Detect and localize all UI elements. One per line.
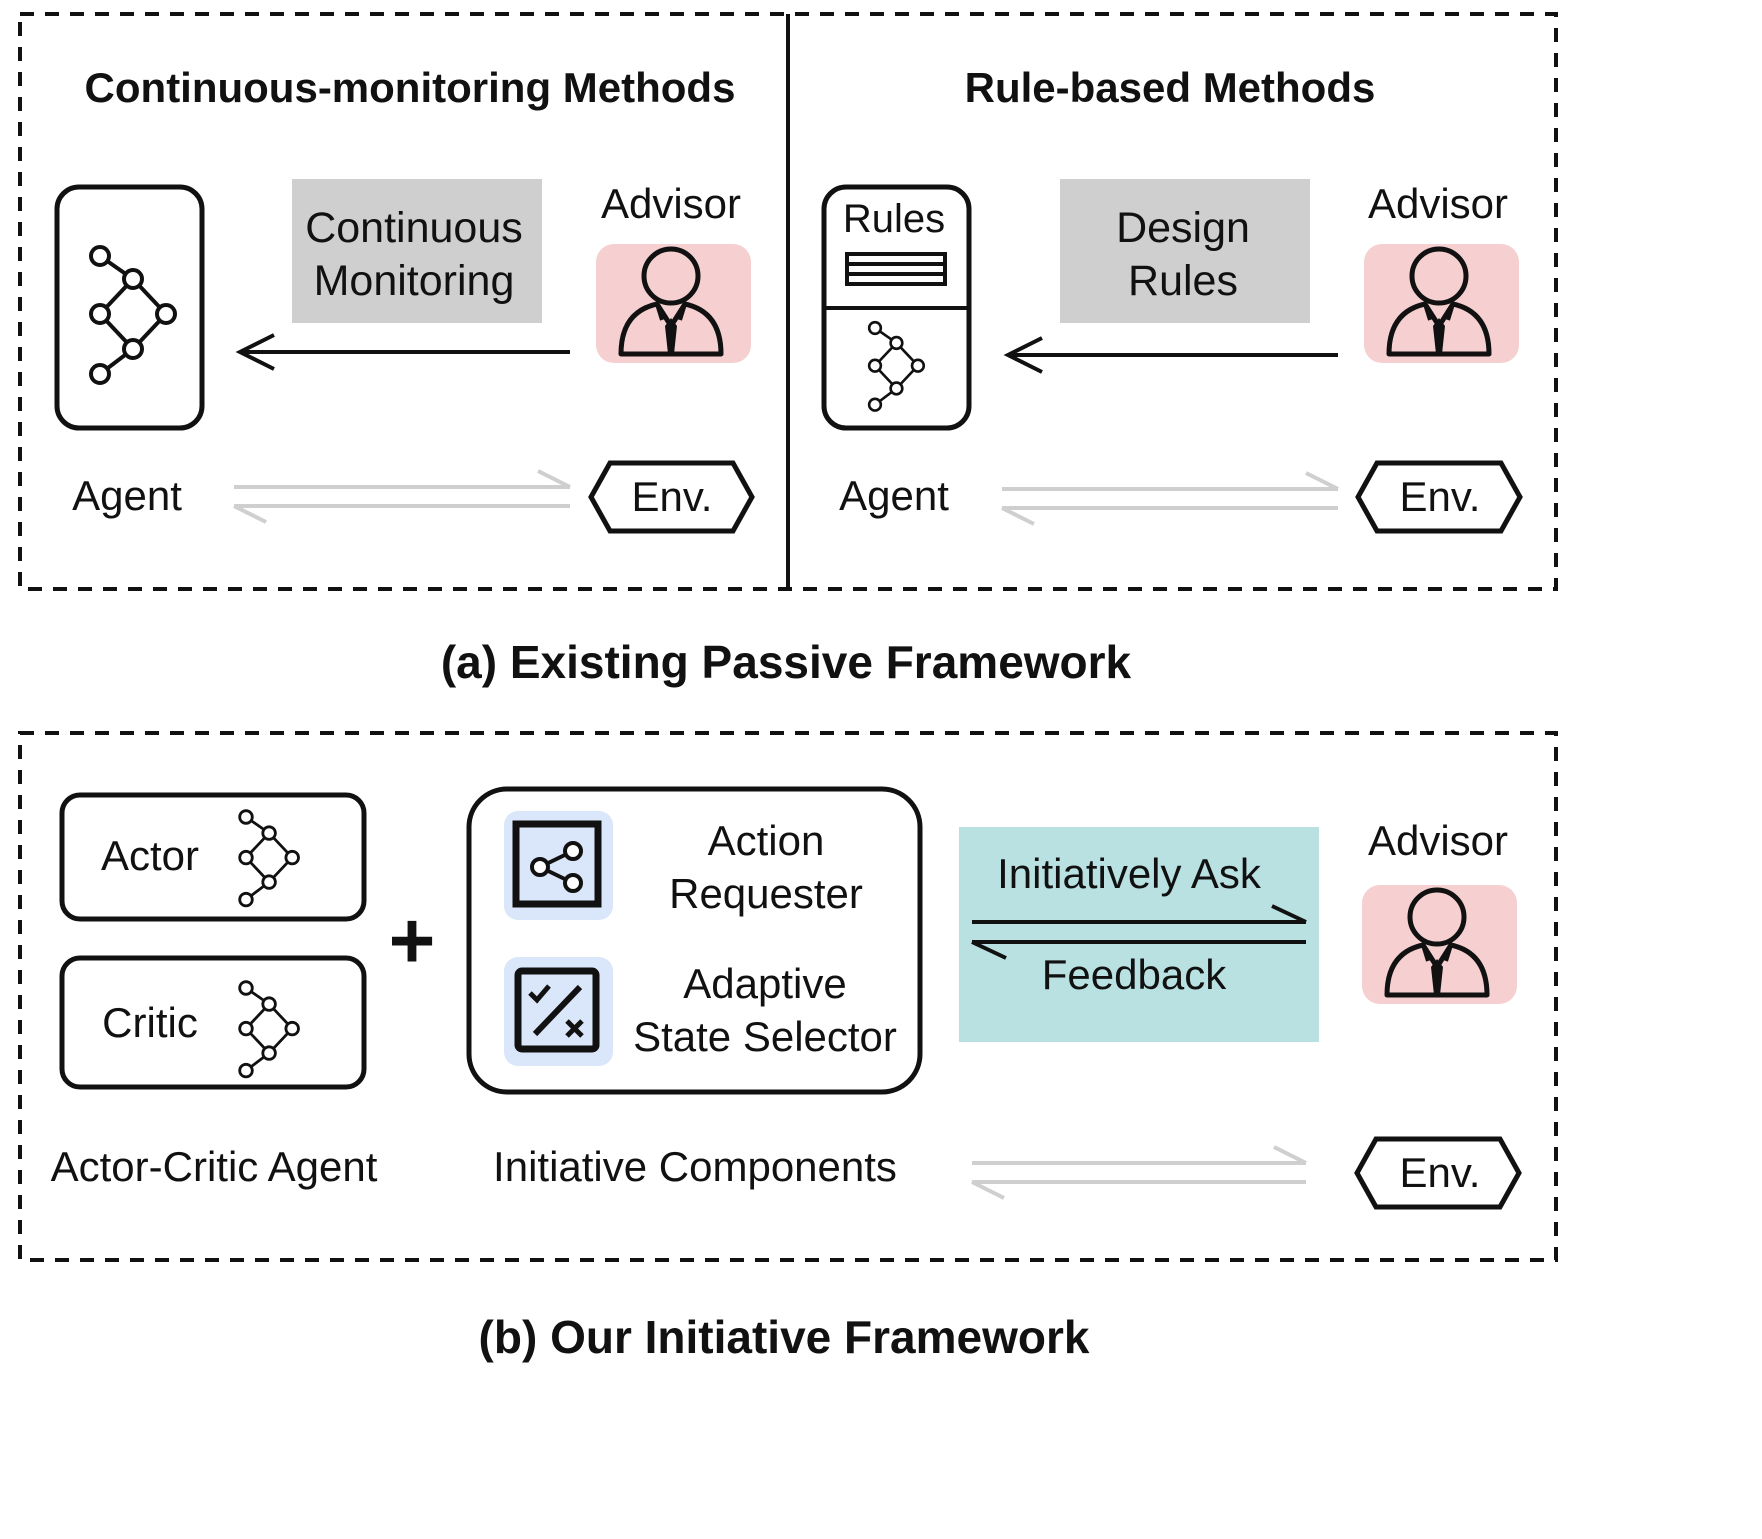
rules-label: Rules: [843, 197, 945, 241]
design-rules-label-box: [1060, 179, 1310, 323]
actor-label: Actor: [101, 832, 199, 879]
action-requester-icon-bg: [504, 811, 613, 920]
share-nodes-icon: [512, 820, 602, 908]
panel-a-caption: (a) Existing Passive Framework: [441, 636, 1132, 688]
advisor-label: Advisor: [601, 180, 741, 227]
env-arrowhead-back: [971, 1180, 1005, 1200]
actor-critic-caption: Actor-Critic Agent: [51, 1143, 378, 1190]
advisor-label: Advisor: [1368, 180, 1508, 227]
design-rules-line1: Design: [1116, 204, 1250, 252]
agent-label: Agent: [72, 472, 182, 519]
plus-sign: +: [389, 896, 436, 985]
agent-box: [54, 184, 205, 431]
env-arrowhead-back: [1001, 506, 1035, 526]
ask-arrowhead: [1271, 904, 1307, 924]
env-arrowhead-forward: [1273, 1145, 1307, 1165]
env-arrowhead-forward: [537, 469, 571, 489]
agent-label: Agent: [839, 472, 949, 519]
env-hexagon: [588, 460, 755, 534]
actor-box: [59, 792, 367, 922]
state-selector-line1: Adaptive: [683, 960, 846, 1007]
env-label: Env.: [632, 473, 713, 520]
rules-document-icon: [845, 252, 947, 286]
feedback-label: Feedback: [1042, 951, 1227, 998]
ask-feedback-channel: [959, 827, 1319, 1042]
monitoring-arrowhead: [235, 333, 275, 371]
env-arrowhead-forward: [1305, 471, 1339, 491]
panel-b-frame: [18, 731, 1558, 1262]
env-hexagon: [1354, 1136, 1522, 1210]
check-cross-icon: [514, 967, 600, 1053]
continuous-label-line1: Continuous: [305, 204, 523, 252]
design-rules-arrowhead: [1003, 336, 1043, 374]
critic-label: Critic: [102, 999, 198, 1046]
continuous-label-line2: Monitoring: [314, 257, 515, 305]
action-requester-line2: Requester: [669, 870, 863, 917]
critic-box: [59, 955, 367, 1090]
rule-based-title: Rule-based Methods: [965, 64, 1376, 111]
env-arrowhead-back: [233, 504, 267, 524]
continuous-monitoring-label-box: [292, 179, 542, 323]
panel-b-caption: (b) Our Initiative Framework: [479, 1311, 1090, 1363]
env-hexagon: [1355, 460, 1523, 534]
state-selector-line2: State Selector: [633, 1013, 897, 1060]
design-rules-line2: Rules: [1128, 257, 1238, 305]
env-label: Env.: [1400, 1149, 1481, 1196]
initiatively-ask-label: Initiatively Ask: [997, 850, 1262, 897]
initiative-components-caption: Initiative Components: [493, 1143, 897, 1190]
feedback-arrowhead: [971, 940, 1007, 960]
env-label: Env.: [1400, 473, 1481, 520]
action-requester-line1: Action: [708, 817, 825, 864]
continuous-monitoring-title: Continuous-monitoring Methods: [85, 64, 736, 111]
advisor-label: Advisor: [1368, 817, 1508, 864]
